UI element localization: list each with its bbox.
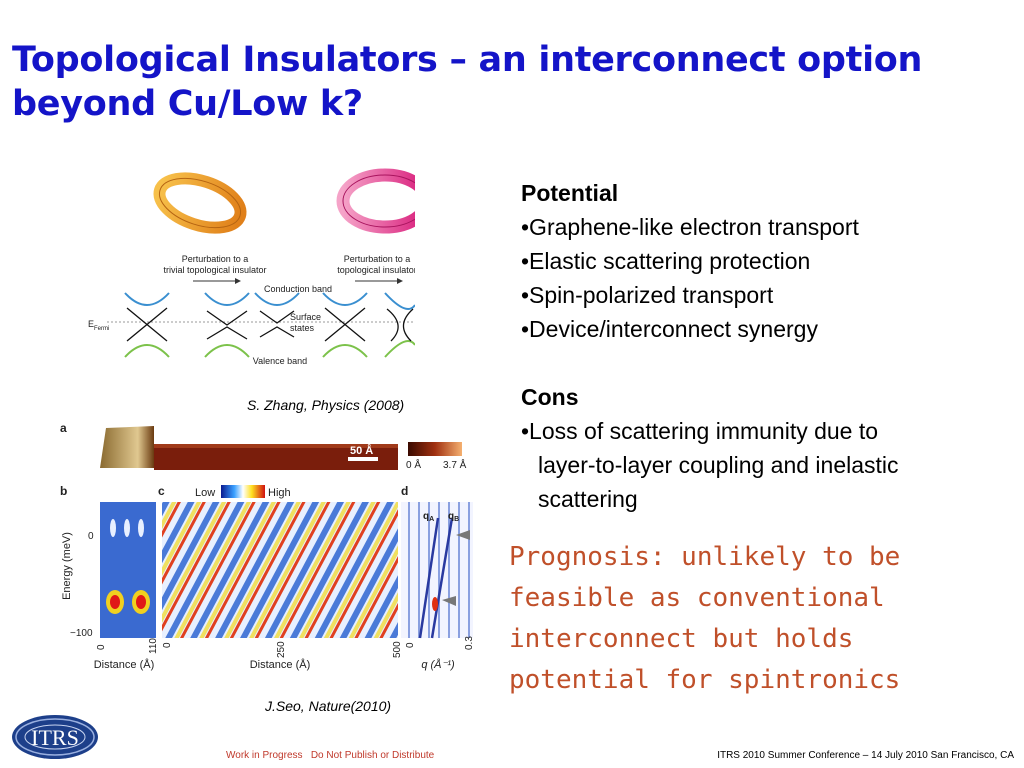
- dispersion-panel-d: [401, 502, 473, 639]
- footer-disclaimer: Work in Progress Do Not Publish or Distr…: [226, 750, 435, 761]
- right-column: Potential •Graphene-like electron transp…: [521, 176, 1016, 516]
- q-a-label: qA: [423, 511, 434, 523]
- panel-label-b: b: [60, 484, 67, 498]
- band-panel-2: [204, 292, 250, 358]
- band-panel-4: [322, 292, 368, 358]
- label-conduction-band: Conduction band: [264, 284, 332, 294]
- qpi-map-panel-c: [162, 502, 398, 638]
- mobius-strip-illustration: [336, 168, 415, 234]
- spacer: [521, 346, 1016, 380]
- panel-label-d: d: [401, 484, 408, 498]
- c-x-tick-250: 250: [276, 641, 287, 658]
- height-colorbar: [408, 442, 462, 456]
- prognosis-line: potential for spintronics: [509, 665, 901, 695]
- label-surface-states-1: Surface: [290, 312, 321, 322]
- cons-item-line: layer-to-layer coupling and inelastic: [538, 452, 899, 478]
- band-panel-1: [124, 292, 170, 358]
- potential-heading: Potential: [521, 180, 619, 206]
- q-b-label: qB: [448, 511, 459, 523]
- cons-item-line: scattering: [538, 486, 638, 512]
- potential-item: •Elastic scattering protection: [521, 248, 811, 274]
- band-diagram-figure: Perturbation to a trivial topological in…: [88, 168, 415, 366]
- label-perturbation-trivial-2: trivial topological insulator: [163, 265, 266, 275]
- cons-item-line: •Loss of scattering immunity due to: [521, 418, 879, 444]
- label-perturbation-topo-1: Perturbation to a: [344, 254, 411, 264]
- label-perturbation-topo-2: topological insulator: [337, 265, 415, 275]
- potential-item: •Spin-polarized transport: [521, 282, 774, 308]
- d-x-tick-0: 0: [405, 642, 416, 648]
- trivial-ring-illustration: [153, 172, 247, 234]
- y-tick-0: 0: [88, 531, 94, 542]
- itrs-logo-text: ITRS: [31, 725, 79, 750]
- legend-low-label: Low: [195, 487, 215, 499]
- slide-title: Topological Insulators – an interconnect…: [12, 40, 923, 124]
- prognosis-line: Prognosis: unlikely to be: [509, 542, 901, 572]
- colorbar-max-label: 3.7 Å: [443, 458, 467, 471]
- band-panel-5: [384, 292, 415, 358]
- cons-heading: Cons: [521, 384, 579, 410]
- potential-item: •Graphene-like electron transport: [521, 214, 859, 240]
- c-x-axis-label: Distance (Å): [250, 658, 311, 671]
- itrs-logo: ITRS: [12, 715, 98, 759]
- caption-seo: J.Seo, Nature(2010): [265, 698, 392, 714]
- prognosis-line: feasible as conventional: [509, 583, 885, 613]
- y-tick-neg100: −100: [70, 628, 93, 639]
- stm-data-figure: a 50 Å 0 Å 3.7 Å b c d Low High Energy (…: [60, 421, 475, 671]
- b-x-axis-label: Distance (Å): [94, 658, 155, 671]
- topography-panel-a: [100, 426, 398, 470]
- c-x-tick-500: 500: [392, 641, 403, 658]
- arrow-right-icon: [193, 278, 241, 284]
- d-x-tick-0-3: 0.3: [464, 636, 475, 650]
- colorbar-min-label: 0 Å: [406, 458, 421, 471]
- scale-bar-label: 50 Å: [350, 444, 373, 457]
- label-perturbation-trivial-1: Perturbation to a: [182, 254, 249, 264]
- prognosis-line: interconnect but holds: [509, 624, 854, 654]
- d-x-axis-label: q (Å⁻¹): [421, 658, 455, 671]
- b-x-tick-0: 0: [96, 644, 107, 650]
- caption-zhang: S. Zhang, Physics (2008): [247, 397, 405, 413]
- prognosis-text: Prognosis: unlikely to be feasible as co…: [509, 537, 1009, 701]
- footer-conference: ITRS 2010 Summer Conference – 14 July 20…: [717, 750, 1014, 761]
- spectra-panel-b: [100, 502, 156, 638]
- label-surface-states-2: states: [290, 323, 315, 333]
- label-e-fermi: EFermi: [88, 319, 109, 332]
- panel-label-a: a: [60, 421, 67, 435]
- panel-label-c: c: [158, 484, 165, 498]
- label-valence-band: Valence band: [253, 356, 307, 366]
- arrow-right-icon-2: [355, 278, 403, 284]
- legend-high-label: High: [268, 487, 291, 499]
- b-x-tick-110: 110: [148, 638, 159, 654]
- c-x-tick-0: 0: [162, 642, 173, 648]
- y-axis-label: Energy (meV): [61, 532, 73, 600]
- potential-item: •Device/interconnect synergy: [521, 316, 818, 342]
- intensity-colorbar: [221, 485, 265, 498]
- band-panel-3: [254, 292, 300, 338]
